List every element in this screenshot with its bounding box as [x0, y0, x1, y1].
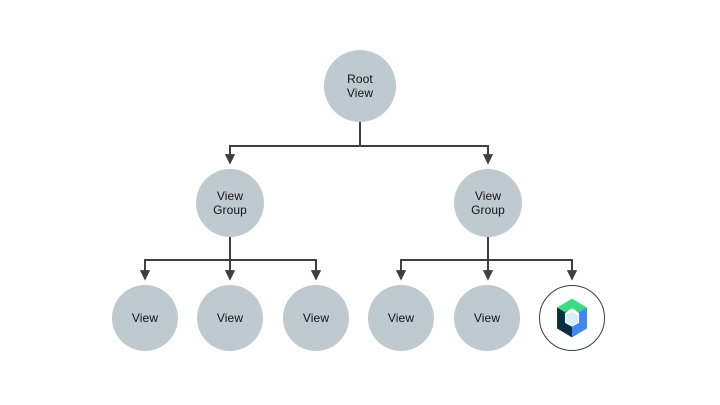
edge-root-to-group-right [359, 122, 494, 165]
node-root-view[interactable]: Root View [324, 50, 396, 122]
edge-group-left-to-leaf-3 [229, 237, 322, 281]
node-view-group-right[interactable]: View Group [454, 169, 522, 237]
jetpack-compose-logo-icon [557, 298, 587, 338]
node-compose-view[interactable] [539, 285, 605, 351]
edge-group-left-to-leaf-1 [139, 237, 231, 281]
edge-group-right-to-leaf-4 [395, 237, 489, 281]
node-view-3-label: View [302, 311, 330, 325]
edge-group-right-to-compose [487, 237, 578, 281]
node-view-3[interactable]: View [283, 285, 349, 351]
edge-root-to-group-left [224, 122, 361, 165]
node-view-5[interactable]: View [454, 285, 520, 351]
node-view-5-label: View [473, 311, 501, 325]
node-view-group-left[interactable]: View Group [196, 169, 264, 237]
node-view-group-right-label: View Group [471, 189, 505, 217]
node-view-2[interactable]: View [197, 285, 263, 351]
node-root-view-label: Root View [346, 72, 374, 100]
node-view-2-label: View [216, 311, 244, 325]
node-view-4-label: View [387, 311, 415, 325]
node-view-1-label: View [131, 311, 159, 325]
node-view-4[interactable]: View [368, 285, 434, 351]
node-view-group-left-label: View Group [213, 189, 247, 217]
node-view-1[interactable]: View [112, 285, 178, 351]
